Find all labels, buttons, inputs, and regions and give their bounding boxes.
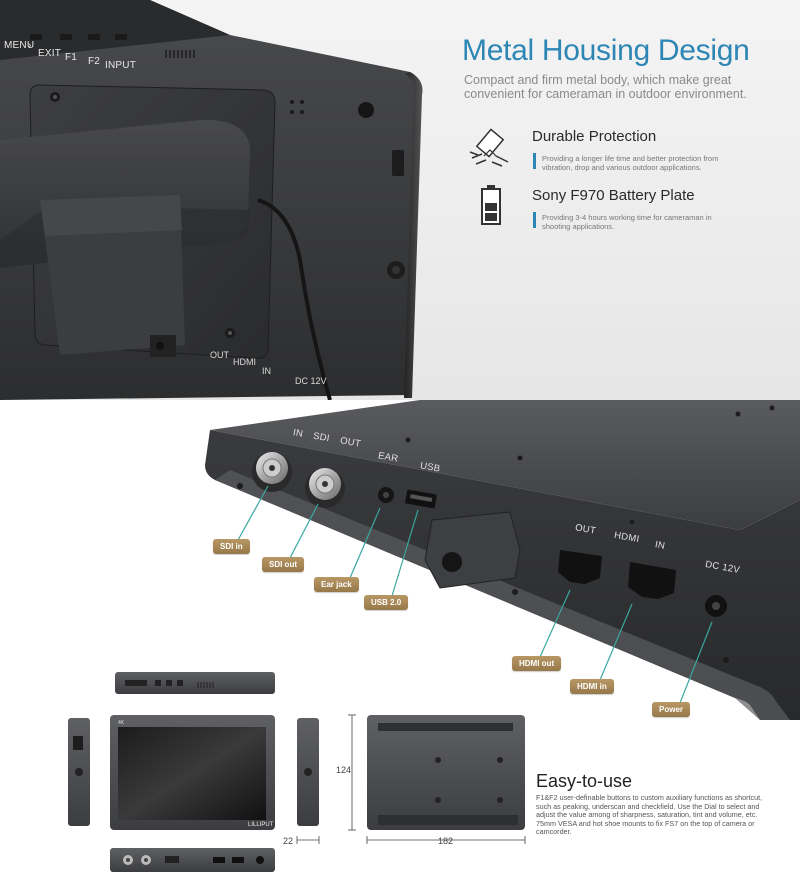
- callout-sdi-out: SDI out: [262, 557, 304, 572]
- f1-button-label: F1: [65, 52, 78, 63]
- feature-title-battery: Sony F970 Battery Plate: [532, 187, 695, 204]
- callout-hdmi-in: HDMI in: [570, 679, 614, 694]
- bottom-view-drawing: [110, 848, 275, 872]
- f2-button-label: F2: [88, 56, 101, 67]
- monitor-ports-photo: [205, 400, 800, 720]
- easy-to-use-description: F1&F2 user-definable buttons to custom a…: [536, 793, 763, 837]
- left-side-drawing: [68, 718, 90, 826]
- port-hdmi-in-engraving: IN: [654, 539, 666, 552]
- page-subtitle: Compact and firm metal body, which make …: [464, 73, 747, 101]
- sdi-in-connector: [252, 452, 292, 492]
- top-view-drawing: [115, 672, 275, 694]
- menu-button-label: MENU: [4, 40, 35, 51]
- exit-button-label: EXIT: [38, 48, 62, 59]
- dimension-width-label: 182: [438, 836, 454, 846]
- ports-section: IN SDI OUT EAR USB OUT HDMI IN DC 12V SD…: [0, 400, 800, 720]
- top-port-hdmi-label: HDMI: [233, 357, 256, 367]
- feature-title-durable: Durable Protection: [532, 128, 657, 145]
- feature-desc-battery: Providing 3-4 hours working time for cam…: [542, 213, 712, 231]
- right-side-drawing: [297, 718, 319, 826]
- rear-view-drawing: [367, 715, 525, 830]
- monitor-rear-photo: [0, 0, 423, 400]
- callout-usb: USB 2.0: [364, 595, 409, 610]
- page-title: Metal Housing Design: [462, 34, 750, 67]
- dimension-depth-label: 22: [283, 836, 294, 846]
- feature-accent-bar: [533, 153, 536, 169]
- metal-housing-section: MENU › EXIT F1 F2 INPUT OUT HDMI IN DC 1…: [0, 0, 800, 400]
- menu-chevron-icon: ›: [28, 40, 32, 51]
- top-port-out-label: OUT: [210, 350, 229, 360]
- dimension-height-label: 124: [336, 765, 352, 775]
- feature-accent-bar: [533, 212, 536, 228]
- feature-desc-durable: Providing a longer life time and better …: [542, 154, 719, 172]
- front-view-drawing: 4K LILLIPUT: [110, 715, 275, 830]
- port-in-engraving: IN: [292, 427, 304, 440]
- svg-text:4K: 4K: [118, 720, 125, 726]
- callout-sdi-in: SDI in: [213, 539, 250, 554]
- battery-icon: [481, 185, 501, 225]
- top-port-dc-label: DC 12V: [295, 376, 327, 386]
- sdi-out-connector: [305, 468, 345, 508]
- callout-power: Power: [652, 702, 691, 717]
- callout-hdmi-out: HDMI out: [512, 656, 562, 671]
- callout-ear-jack: Ear jack: [314, 577, 359, 592]
- easy-to-use-title: Easy-to-use: [536, 771, 633, 791]
- shield-crack-icon: [469, 128, 509, 167]
- dimension-drawings: 4K LILLIPUT: [68, 672, 526, 872]
- top-port-in-label: IN: [262, 366, 271, 376]
- front-brand-text: LILLIPUT: [248, 822, 274, 828]
- input-button-label: INPUT: [105, 60, 136, 71]
